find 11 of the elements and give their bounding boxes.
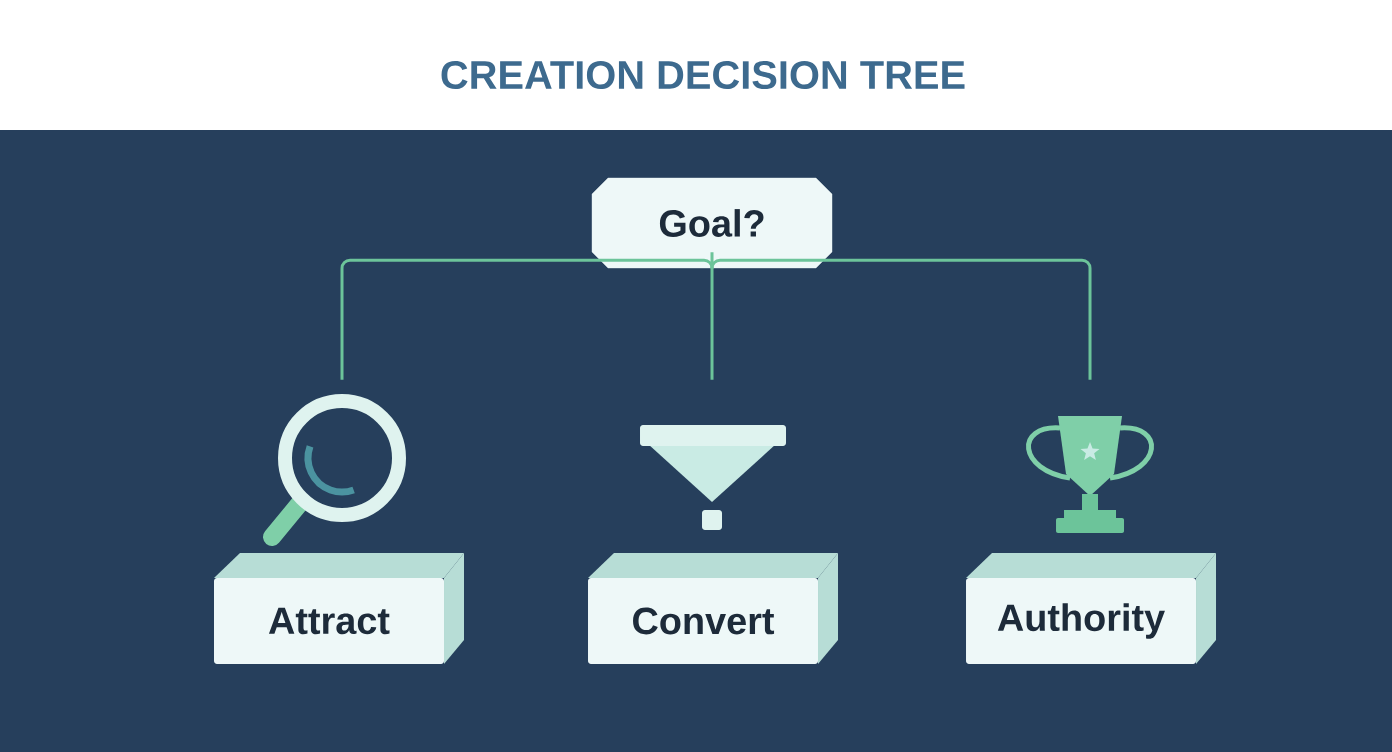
connector	[710, 250, 714, 380]
magnifier-drawing	[263, 394, 406, 546]
decision-box: Goal?	[591, 177, 833, 269]
title: CREATION DECISION TREE	[441, 60, 965, 90]
funnel-drawing	[640, 425, 786, 530]
connector	[710, 258, 1092, 380]
label-block: Authority	[966, 553, 1216, 664]
label-block: Attract	[214, 553, 464, 664]
trophy-drawing	[1026, 416, 1154, 533]
label-block: Convert	[588, 553, 838, 664]
connector	[340, 258, 714, 380]
